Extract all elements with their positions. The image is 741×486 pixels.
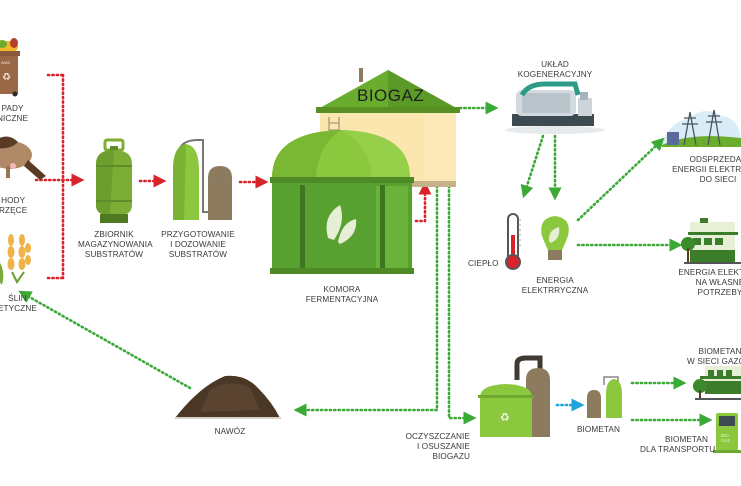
svg-text:BIO: BIO (721, 433, 729, 438)
flow-tank-to-fertilizer (293, 184, 439, 417)
label-fermentation-chamber: KOMORA FERMENTACYJNA (305, 285, 379, 304)
svg-text:GAZ: GAZ (721, 438, 731, 443)
bin-text: ANIC (1, 60, 11, 65)
label-biogas-cleaning: OCZYSZCZANIE I OSUSZANIE BIOGAZU (405, 432, 470, 461)
cogeneration-unit-icon (505, 81, 605, 134)
gas-cylinder-icon (96, 138, 132, 223)
label-dosing: PRZYGOTOWANIE I DOZOWANIE SUBSTRATÓW (161, 230, 235, 259)
lightbulb-leaf-icon (541, 216, 569, 260)
flow-tank-to-cleaning (447, 184, 477, 425)
label-heat: CIEPŁO (468, 259, 499, 268)
label-cogeneration: UKŁAD KOGENERACYJNY (517, 60, 593, 79)
label-electricity: ENERGIA ELEKTRRYCZNA (521, 276, 589, 295)
building-own-use-icon (681, 218, 741, 264)
label-biogas-tank: BIOGAZ (357, 86, 425, 105)
label-energy-crops: ŚLIN ETYCZNE (0, 294, 37, 313)
dosing-tanks-icon (173, 139, 232, 220)
flow-fertilizer-to-crops (18, 290, 192, 390)
thermometer-icon (505, 213, 521, 270)
cow-icon (0, 136, 46, 180)
fuel-pump-icon: BIO GAZ (713, 413, 741, 453)
label-storage-tank: ZBIORNIK MAGAZYNOWANIA SUBSTRATÓW (78, 230, 153, 259)
wheat-icon (0, 234, 31, 285)
svg-text:♻: ♻ (2, 72, 11, 83)
organic-bin-icon: ANIC ♻ (0, 38, 20, 97)
label-organic-waste: PADY NICZNE (0, 104, 29, 123)
label-own-use: ENERGIA ELEKTRYC NA WŁASNE POTRZEBY (678, 268, 741, 297)
building-gas-network-icon (693, 366, 741, 400)
substrate-input-flows (34, 73, 432, 280)
label-fertilizer: NAWÓZ (214, 427, 246, 436)
svg-text:♻: ♻ (500, 411, 510, 424)
cleaning-tank-icon: ♻ (478, 355, 550, 437)
label-biomethane-gas-network: BIOMETAN W SIECI GAZOW (687, 347, 741, 366)
label-animal-manure: HODY RZĘCE (0, 196, 28, 215)
gas-flows (18, 101, 713, 427)
flow-chp-to-heat (520, 134, 545, 199)
label-biomethane: BIOMETAN (577, 425, 620, 434)
label-grid-sale: ODSPRZEDAŻ ENERGII ELEKTRYCZN DO SIECI (672, 155, 741, 184)
soil-pile-icon (175, 375, 281, 419)
flow-digester-to-biogas-tank (414, 181, 432, 223)
biomethane-tanks-icon (587, 376, 622, 418)
fermentation-chamber-icon (270, 130, 414, 274)
label-biomethane-transport: BIOMETAN DLA TRANSPORTU (640, 435, 716, 454)
flow-electricity-to-grid (576, 137, 665, 222)
power-pylons-icon (662, 109, 741, 147)
